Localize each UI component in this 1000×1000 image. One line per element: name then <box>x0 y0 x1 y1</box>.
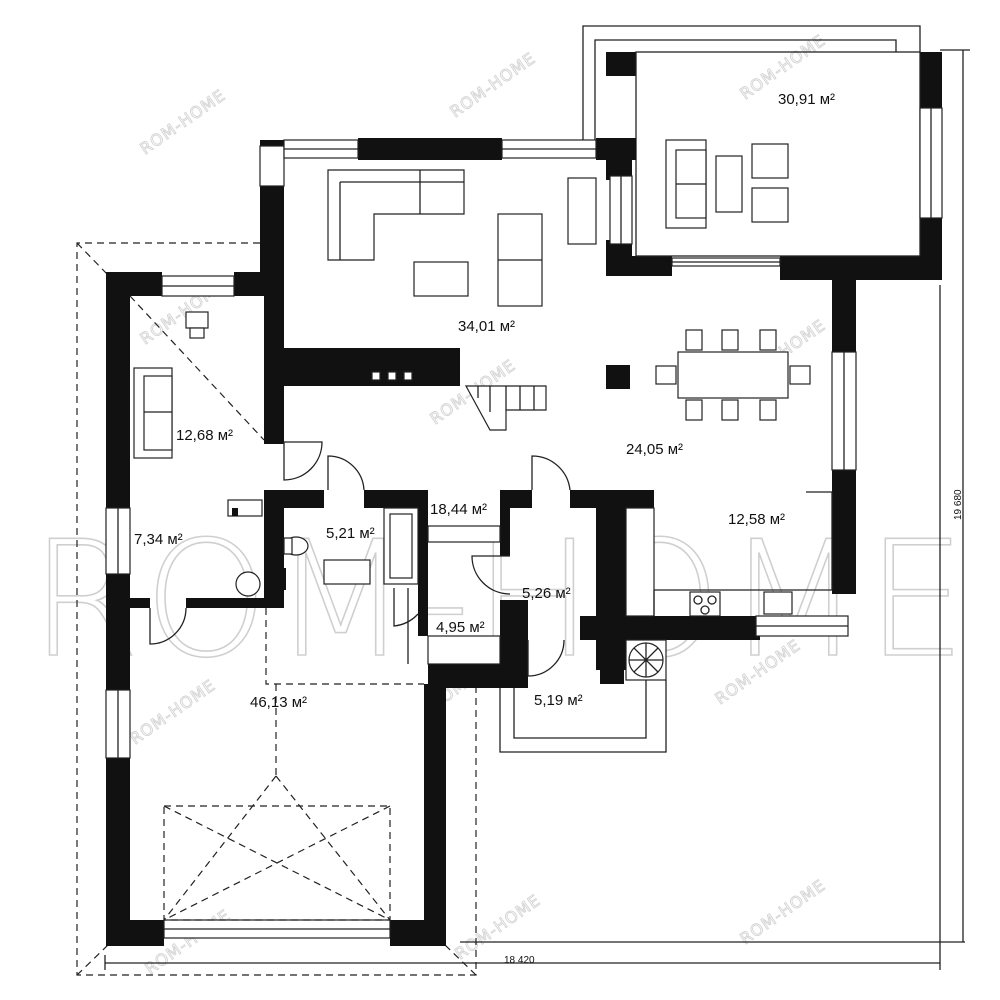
terrace-railing <box>582 25 921 140</box>
room-label-terrace: 30,91 м² <box>778 91 835 108</box>
porch-steps <box>499 680 667 753</box>
windows <box>105 107 943 939</box>
room-label-boiler: 7,34 м² <box>134 531 183 548</box>
garage-markings <box>163 608 424 921</box>
room-label-kitchen: 12,58 м² <box>728 511 785 528</box>
room-label-closet: 4,95 м² <box>436 619 485 636</box>
doors <box>149 441 571 677</box>
dimension-width: 18 420 <box>504 955 535 966</box>
dimension-height: 19 680 <box>953 489 964 520</box>
room-label-hall: 5,26 м² <box>522 585 571 602</box>
furniture <box>133 139 833 681</box>
room-label-garage: 46,13 м² <box>250 694 307 711</box>
room-label-study: 12,68 м² <box>176 427 233 444</box>
watermark-small: ROM-HOME <box>451 890 544 963</box>
dimension-lines: 18 420 19 680 <box>104 49 970 970</box>
room-labels: 30,91 м² 34,01 м² 12,68 м² 24,05 м² 12,5… <box>134 91 835 711</box>
roof-outline <box>76 242 477 976</box>
watermark-small: ROM-HOME <box>136 85 229 158</box>
watermark-small: ROM-HOME <box>446 48 539 121</box>
room-label-living: 34,01 м² <box>458 318 515 335</box>
walls <box>106 51 942 946</box>
room-label-porch: 5,19 м² <box>534 692 583 709</box>
watermark-small: ROM-HOME <box>736 875 829 948</box>
room-label-bathroom: 5,21 м² <box>326 525 375 542</box>
room-label-dining: 24,05 м² <box>626 441 683 458</box>
study-diagonal <box>129 295 265 441</box>
room-label-stair-hall: 18,44 м² <box>430 501 487 518</box>
